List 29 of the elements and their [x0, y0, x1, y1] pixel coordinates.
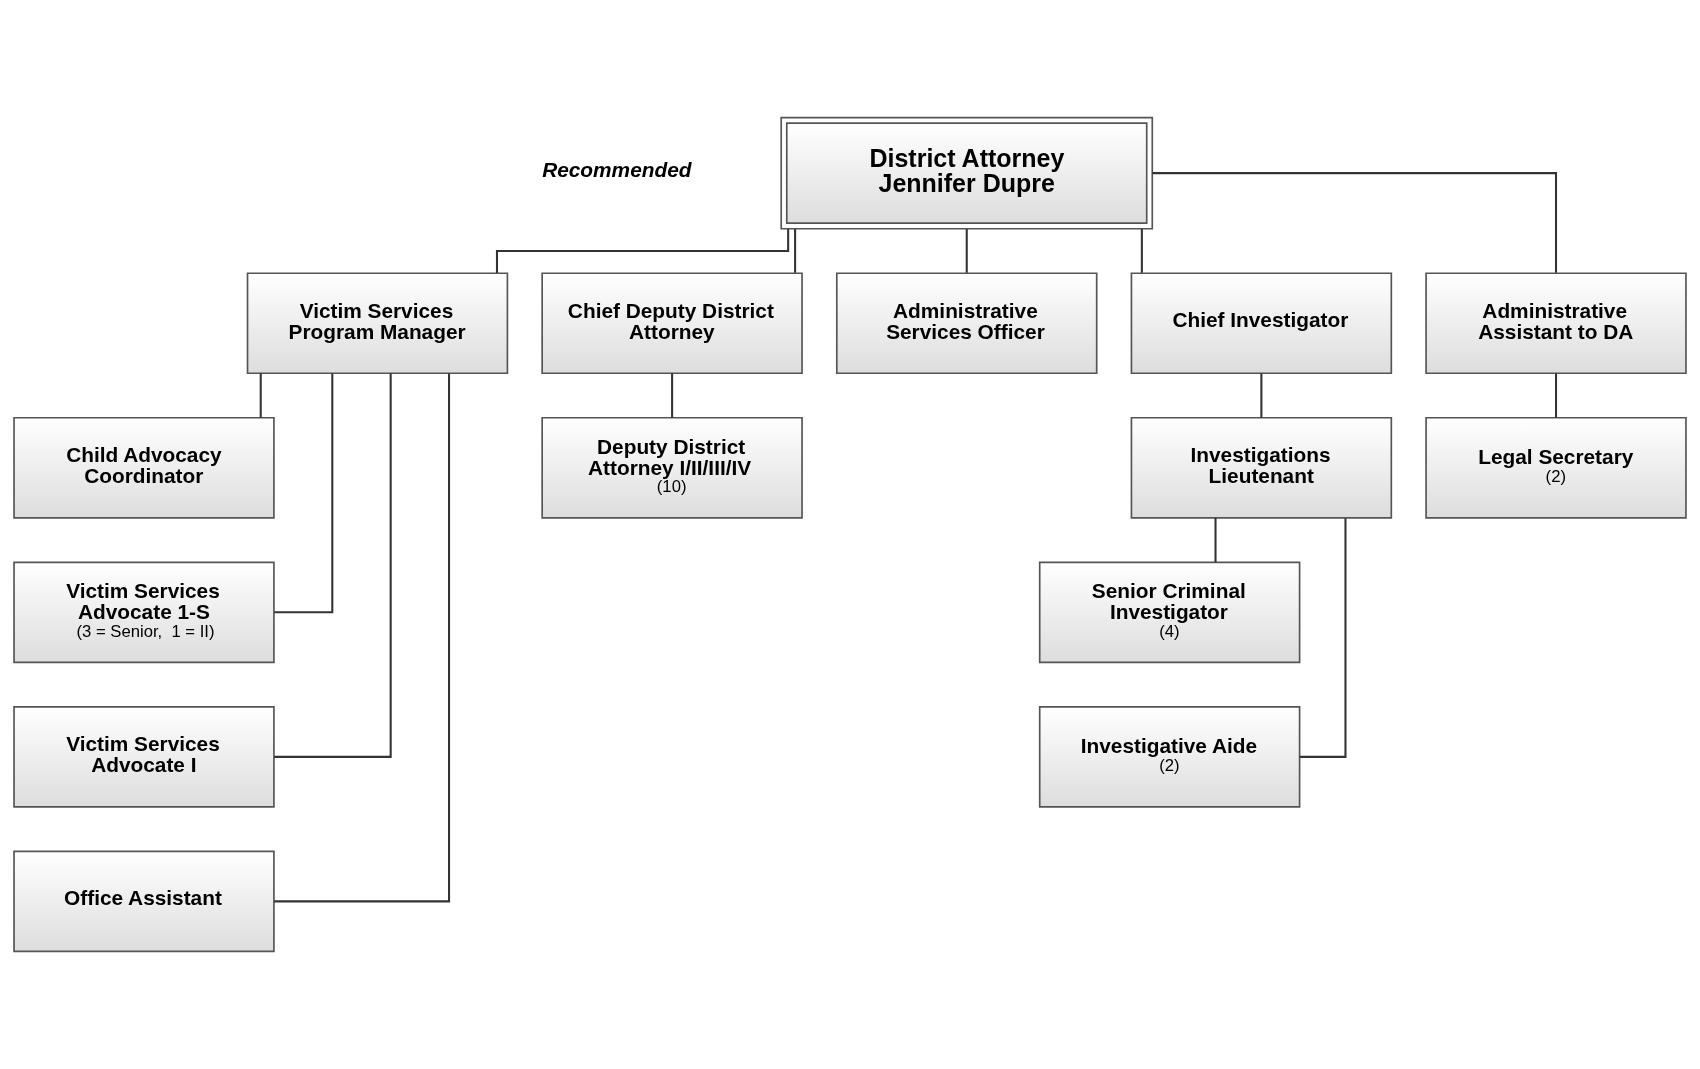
node-box: Administrative Services Officer: [835, 272, 1098, 375]
connector: [1299, 518, 1347, 758]
connector: [1140, 229, 1143, 273]
connector: [274, 373, 392, 758]
connector: [1260, 373, 1263, 418]
node-box: Victim Services Program Manager: [246, 272, 509, 375]
label: Recommended: [542, 157, 692, 181]
node-box: District Attorney Jennifer Dupre: [780, 116, 1154, 230]
connector: [274, 373, 334, 614]
node-box: Investigations Lieutenant: [1130, 416, 1393, 519]
connector: [259, 373, 262, 418]
connector: [274, 373, 451, 903]
node-box: Office Assistant: [13, 850, 275, 953]
connector: [965, 229, 968, 273]
node-box: Administrative Assistant to DA: [1425, 272, 1687, 375]
connector: [671, 373, 674, 418]
connector: [1152, 172, 1558, 273]
node-box: Investigative Aide (2): [1038, 706, 1301, 808]
connector: [794, 229, 797, 273]
node-box: Chief Deputy District Attorney: [541, 272, 803, 375]
node-box: Deputy District Attorney I/II/III/IV (10): [541, 416, 803, 519]
node-box: Senior Criminal Investigator (4): [1038, 561, 1301, 664]
connector: [1214, 517, 1217, 563]
node-box: Legal Secretary (2): [1425, 416, 1687, 519]
node-box: Child Advocacy Coordinator: [13, 416, 275, 519]
node-box: Chief Investigator: [1130, 272, 1393, 375]
node-box: Victim Services Advocate I: [13, 706, 275, 808]
connector: [1555, 373, 1558, 418]
node-box: Victim Services Advocate 1-S (3 = Senior, 1 = II): [13, 561, 275, 664]
